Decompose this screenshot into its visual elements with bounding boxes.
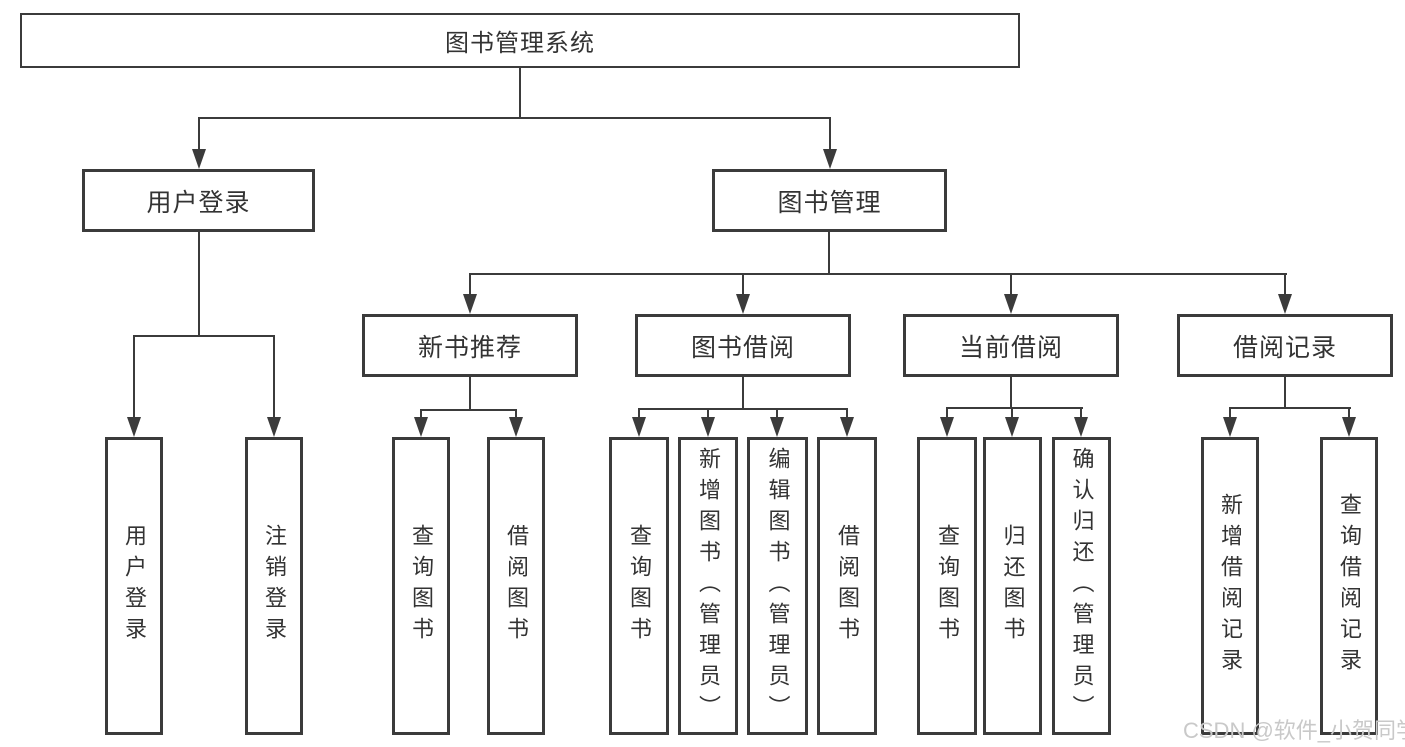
node-current-borrowing: 当前借阅 xyxy=(903,314,1119,377)
connector-line xyxy=(1229,407,1351,409)
connector-line xyxy=(1011,407,1013,419)
arrow-down-icon xyxy=(267,417,281,437)
arrow-down-icon xyxy=(701,417,715,437)
connector-line xyxy=(133,335,135,419)
leaf-logout: 注销登录 xyxy=(245,437,303,735)
connector-line xyxy=(198,232,200,336)
connector-line xyxy=(828,232,830,274)
leaf-query-books-recommend: 查询图书 xyxy=(392,437,450,735)
arrow-down-icon xyxy=(1223,417,1237,437)
node-label: 图书管理 xyxy=(777,188,882,217)
leaf-add-borrow-record: 新增借阅记录 xyxy=(1201,437,1259,735)
leaf-query-borrow-record: 查询借阅记录 xyxy=(1320,437,1378,735)
arrow-down-icon xyxy=(1004,294,1018,314)
arrow-down-icon xyxy=(509,417,523,437)
node-borrowing-records: 借阅记录 xyxy=(1177,314,1393,377)
leaf-label: 编辑图书（管理员） xyxy=(765,446,791,726)
arrow-down-icon xyxy=(463,294,477,314)
leaf-borrow-books-recommend: 借阅图书 xyxy=(487,437,545,735)
connector-line xyxy=(469,273,471,296)
connector-line xyxy=(742,377,744,409)
connector-line xyxy=(1010,377,1012,408)
csdn-watermark: CSDN @软件_小贺同学 xyxy=(1183,718,1405,743)
arrow-down-icon xyxy=(192,149,206,169)
node-label: 借阅记录 xyxy=(1232,333,1337,362)
leaf-borrow-books: 借阅图书 xyxy=(817,437,877,735)
connector-line xyxy=(198,117,831,119)
connector-line xyxy=(420,409,422,419)
leaf-return-books: 归还图书 xyxy=(983,437,1042,735)
leaf-label: 查询借阅记录 xyxy=(1337,493,1362,679)
connector-line xyxy=(469,377,471,410)
arrow-down-icon xyxy=(127,417,141,437)
connector-line xyxy=(638,408,640,419)
leaf-label: 用户登录 xyxy=(122,524,147,648)
node-new-book-recommendation: 新书推荐 xyxy=(362,314,578,377)
connector-line xyxy=(469,273,1287,275)
leaf-label: 确认归还（管理员） xyxy=(1069,446,1095,726)
leaf-label: 借阅图书 xyxy=(504,524,529,648)
connector-line xyxy=(742,273,744,296)
connector-line xyxy=(829,117,831,151)
node-label: 用户登录 xyxy=(146,188,251,217)
node-label: 当前借阅 xyxy=(958,333,1063,362)
leaf-user-login: 用户登录 xyxy=(105,437,163,735)
arrow-down-icon xyxy=(1005,417,1019,437)
connector-line xyxy=(1284,273,1286,296)
arrow-down-icon xyxy=(632,417,646,437)
arrow-down-icon xyxy=(840,417,854,437)
connector-line xyxy=(946,407,948,419)
leaf-add-books-admin: 新增图书（管理员） xyxy=(678,437,738,735)
node-label: 图书借阅 xyxy=(690,333,795,362)
leaf-label: 查询图书 xyxy=(409,524,434,648)
leaf-confirm-return-admin: 确认归还（管理员） xyxy=(1052,437,1111,735)
connector-line xyxy=(1229,407,1231,419)
leaf-label: 查询图书 xyxy=(935,524,960,648)
leaf-edit-books-admin: 编辑图书（管理员） xyxy=(747,437,808,735)
connector-line xyxy=(515,409,517,419)
node-book-borrowing: 图书借阅 xyxy=(635,314,851,377)
arrow-down-icon xyxy=(414,417,428,437)
arrow-down-icon xyxy=(1342,417,1356,437)
node-label: 新书推荐 xyxy=(417,333,522,362)
connector-line xyxy=(1348,407,1350,419)
leaf-query-books-borrowing: 查询图书 xyxy=(609,437,669,735)
arrow-down-icon xyxy=(1074,417,1088,437)
leaf-label: 归还图书 xyxy=(1000,524,1026,648)
leaf-label: 新增图书（管理员） xyxy=(696,446,721,726)
leaf-label: 借阅图书 xyxy=(835,524,860,648)
connector-line xyxy=(1284,377,1286,408)
connector-line xyxy=(420,409,517,411)
arrow-down-icon xyxy=(940,417,954,437)
connector-line xyxy=(133,335,275,337)
node-label: 图书管理系统 xyxy=(445,30,595,57)
arrow-down-icon xyxy=(736,294,750,314)
arrow-down-icon xyxy=(770,417,784,437)
leaf-label: 注销登录 xyxy=(262,524,287,648)
leaf-label: 新增借阅记录 xyxy=(1218,493,1243,679)
connector-line xyxy=(1080,407,1082,419)
connector-line xyxy=(638,408,848,410)
leaf-label: 查询图书 xyxy=(627,524,652,648)
connector-line xyxy=(1010,273,1012,296)
leaf-query-books-current: 查询图书 xyxy=(917,437,977,735)
connector-line xyxy=(519,68,521,118)
connector-line xyxy=(776,408,778,419)
connector-line xyxy=(946,407,1083,409)
node-book-management: 图书管理 xyxy=(712,169,947,232)
connector-line xyxy=(707,408,709,419)
connector-line xyxy=(846,408,848,419)
arrow-down-icon xyxy=(1278,294,1292,314)
arrow-down-icon xyxy=(823,149,837,169)
node-user-login: 用户登录 xyxy=(82,169,315,232)
connector-line xyxy=(198,117,200,151)
node-library-management-system: 图书管理系统 xyxy=(20,13,1020,68)
connector-line xyxy=(273,335,275,419)
